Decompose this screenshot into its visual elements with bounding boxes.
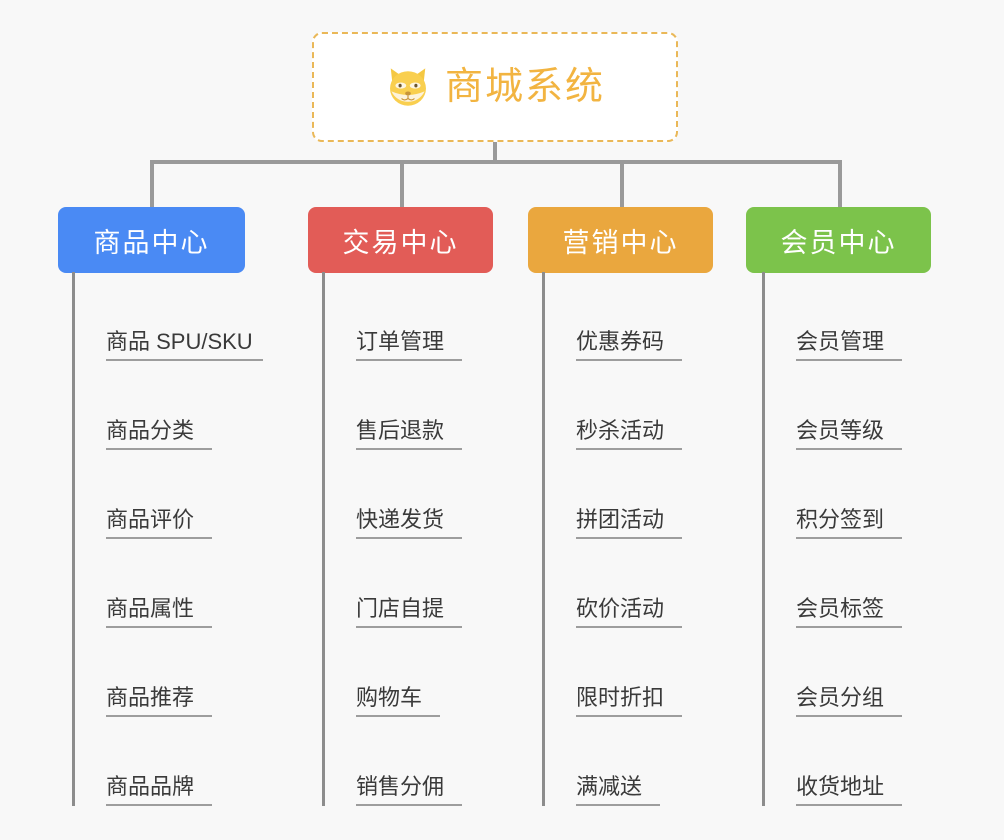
list-item-label: 秒杀活动 xyxy=(576,419,683,450)
list-item[interactable]: 销售分佣 xyxy=(322,717,537,806)
root-node-title: 商城系统 xyxy=(444,66,605,108)
list-item[interactable]: 快递发货 xyxy=(322,450,537,539)
list-item[interactable]: 门店自提 xyxy=(322,539,537,628)
list-item[interactable]: 会员等级 xyxy=(762,361,977,450)
list-item[interactable]: 商品品牌 xyxy=(72,717,287,806)
list-item-label: 收货地址 xyxy=(796,775,903,806)
list-item[interactable]: 限时折扣 xyxy=(542,628,757,717)
list-item-label: 购物车 xyxy=(356,686,441,717)
branch-column-member-center: 会员管理 会员等级 积分签到 会员标签 会员分组 收货地址 xyxy=(762,272,977,806)
list-item-label: 销售分佣 xyxy=(356,775,463,806)
list-item-label: 拼团活动 xyxy=(576,508,683,539)
list-item-label: 砍价活动 xyxy=(576,597,683,628)
list-item[interactable]: 满减送 xyxy=(542,717,757,806)
branch-column-product-center: 商品 SPU/SKU 商品分类 商品评价 商品属性 商品推荐 商品品牌 xyxy=(72,272,287,806)
list-item[interactable]: 砍价活动 xyxy=(542,539,757,628)
column-spine xyxy=(542,272,545,806)
column-spine xyxy=(72,272,75,806)
list-item-label: 商品推荐 xyxy=(106,686,213,717)
branch-title: 营销中心 xyxy=(562,227,679,258)
connector-root-stem xyxy=(493,142,497,163)
list-item-label: 快递发货 xyxy=(356,508,463,539)
list-item-label: 商品分类 xyxy=(106,419,213,450)
list-item[interactable]: 商品评价 xyxy=(72,450,287,539)
branch-header-trade-center[interactable]: 交易中心 xyxy=(308,207,493,273)
list-item[interactable]: 积分签到 xyxy=(762,450,977,539)
list-item-label: 限时折扣 xyxy=(576,686,683,717)
connector-drop-2 xyxy=(400,160,404,208)
list-item-label: 满减送 xyxy=(576,775,661,806)
branch-column-trade-center: 订单管理 售后退款 快递发货 门店自提 购物车 销售分佣 xyxy=(322,272,537,806)
list-item[interactable]: 购物车 xyxy=(322,628,537,717)
list-item[interactable]: 优惠券码 xyxy=(542,272,757,361)
list-item-label: 商品 SPU/SKU xyxy=(106,330,263,361)
list-item[interactable]: 订单管理 xyxy=(322,272,537,361)
list-item[interactable]: 会员分组 xyxy=(762,628,977,717)
column-spine xyxy=(322,272,325,806)
list-item-label: 优惠券码 xyxy=(576,330,683,361)
list-item-label: 积分签到 xyxy=(796,508,903,539)
list-item-label: 售后退款 xyxy=(356,419,463,450)
list-item[interactable]: 商品 SPU/SKU xyxy=(72,272,287,361)
connector-drop-3 xyxy=(620,160,624,208)
shiba-dog-icon xyxy=(390,68,426,106)
branch-column-marketing-center: 优惠券码 秒杀活动 拼团活动 砍价活动 限时折扣 满减送 xyxy=(542,272,757,806)
branch-title: 商品中心 xyxy=(93,227,210,258)
list-item-label: 会员等级 xyxy=(796,419,903,450)
list-item[interactable]: 会员标签 xyxy=(762,539,977,628)
list-item[interactable]: 商品属性 xyxy=(72,539,287,628)
list-item-label: 会员分组 xyxy=(796,686,903,717)
connector-horizontal-bus xyxy=(150,160,840,164)
list-item[interactable]: 秒杀活动 xyxy=(542,361,757,450)
list-item-label: 商品属性 xyxy=(106,597,213,628)
list-item-label: 会员管理 xyxy=(796,330,903,361)
list-item-label: 商品品牌 xyxy=(106,775,213,806)
list-item-label: 商品评价 xyxy=(106,508,213,539)
connector-drop-4 xyxy=(838,160,842,208)
list-item-label: 订单管理 xyxy=(356,330,463,361)
list-item[interactable]: 收货地址 xyxy=(762,717,977,806)
root-node-shop-system[interactable]: 商城系统 xyxy=(312,32,678,142)
branch-title: 会员中心 xyxy=(780,227,897,258)
list-item[interactable]: 拼团活动 xyxy=(542,450,757,539)
connector-drop-1 xyxy=(150,160,154,208)
list-item[interactable]: 售后退款 xyxy=(322,361,537,450)
list-item[interactable]: 商品分类 xyxy=(72,361,287,450)
branch-header-marketing-center[interactable]: 营销中心 xyxy=(528,207,713,273)
branch-header-product-center[interactable]: 商品中心 xyxy=(58,207,245,273)
list-item-label: 会员标签 xyxy=(796,597,903,628)
branch-header-member-center[interactable]: 会员中心 xyxy=(746,207,931,273)
list-item[interactable]: 会员管理 xyxy=(762,272,977,361)
branch-title: 交易中心 xyxy=(342,227,459,258)
list-item-label: 门店自提 xyxy=(356,597,463,628)
column-spine xyxy=(762,272,765,806)
list-item[interactable]: 商品推荐 xyxy=(72,628,287,717)
